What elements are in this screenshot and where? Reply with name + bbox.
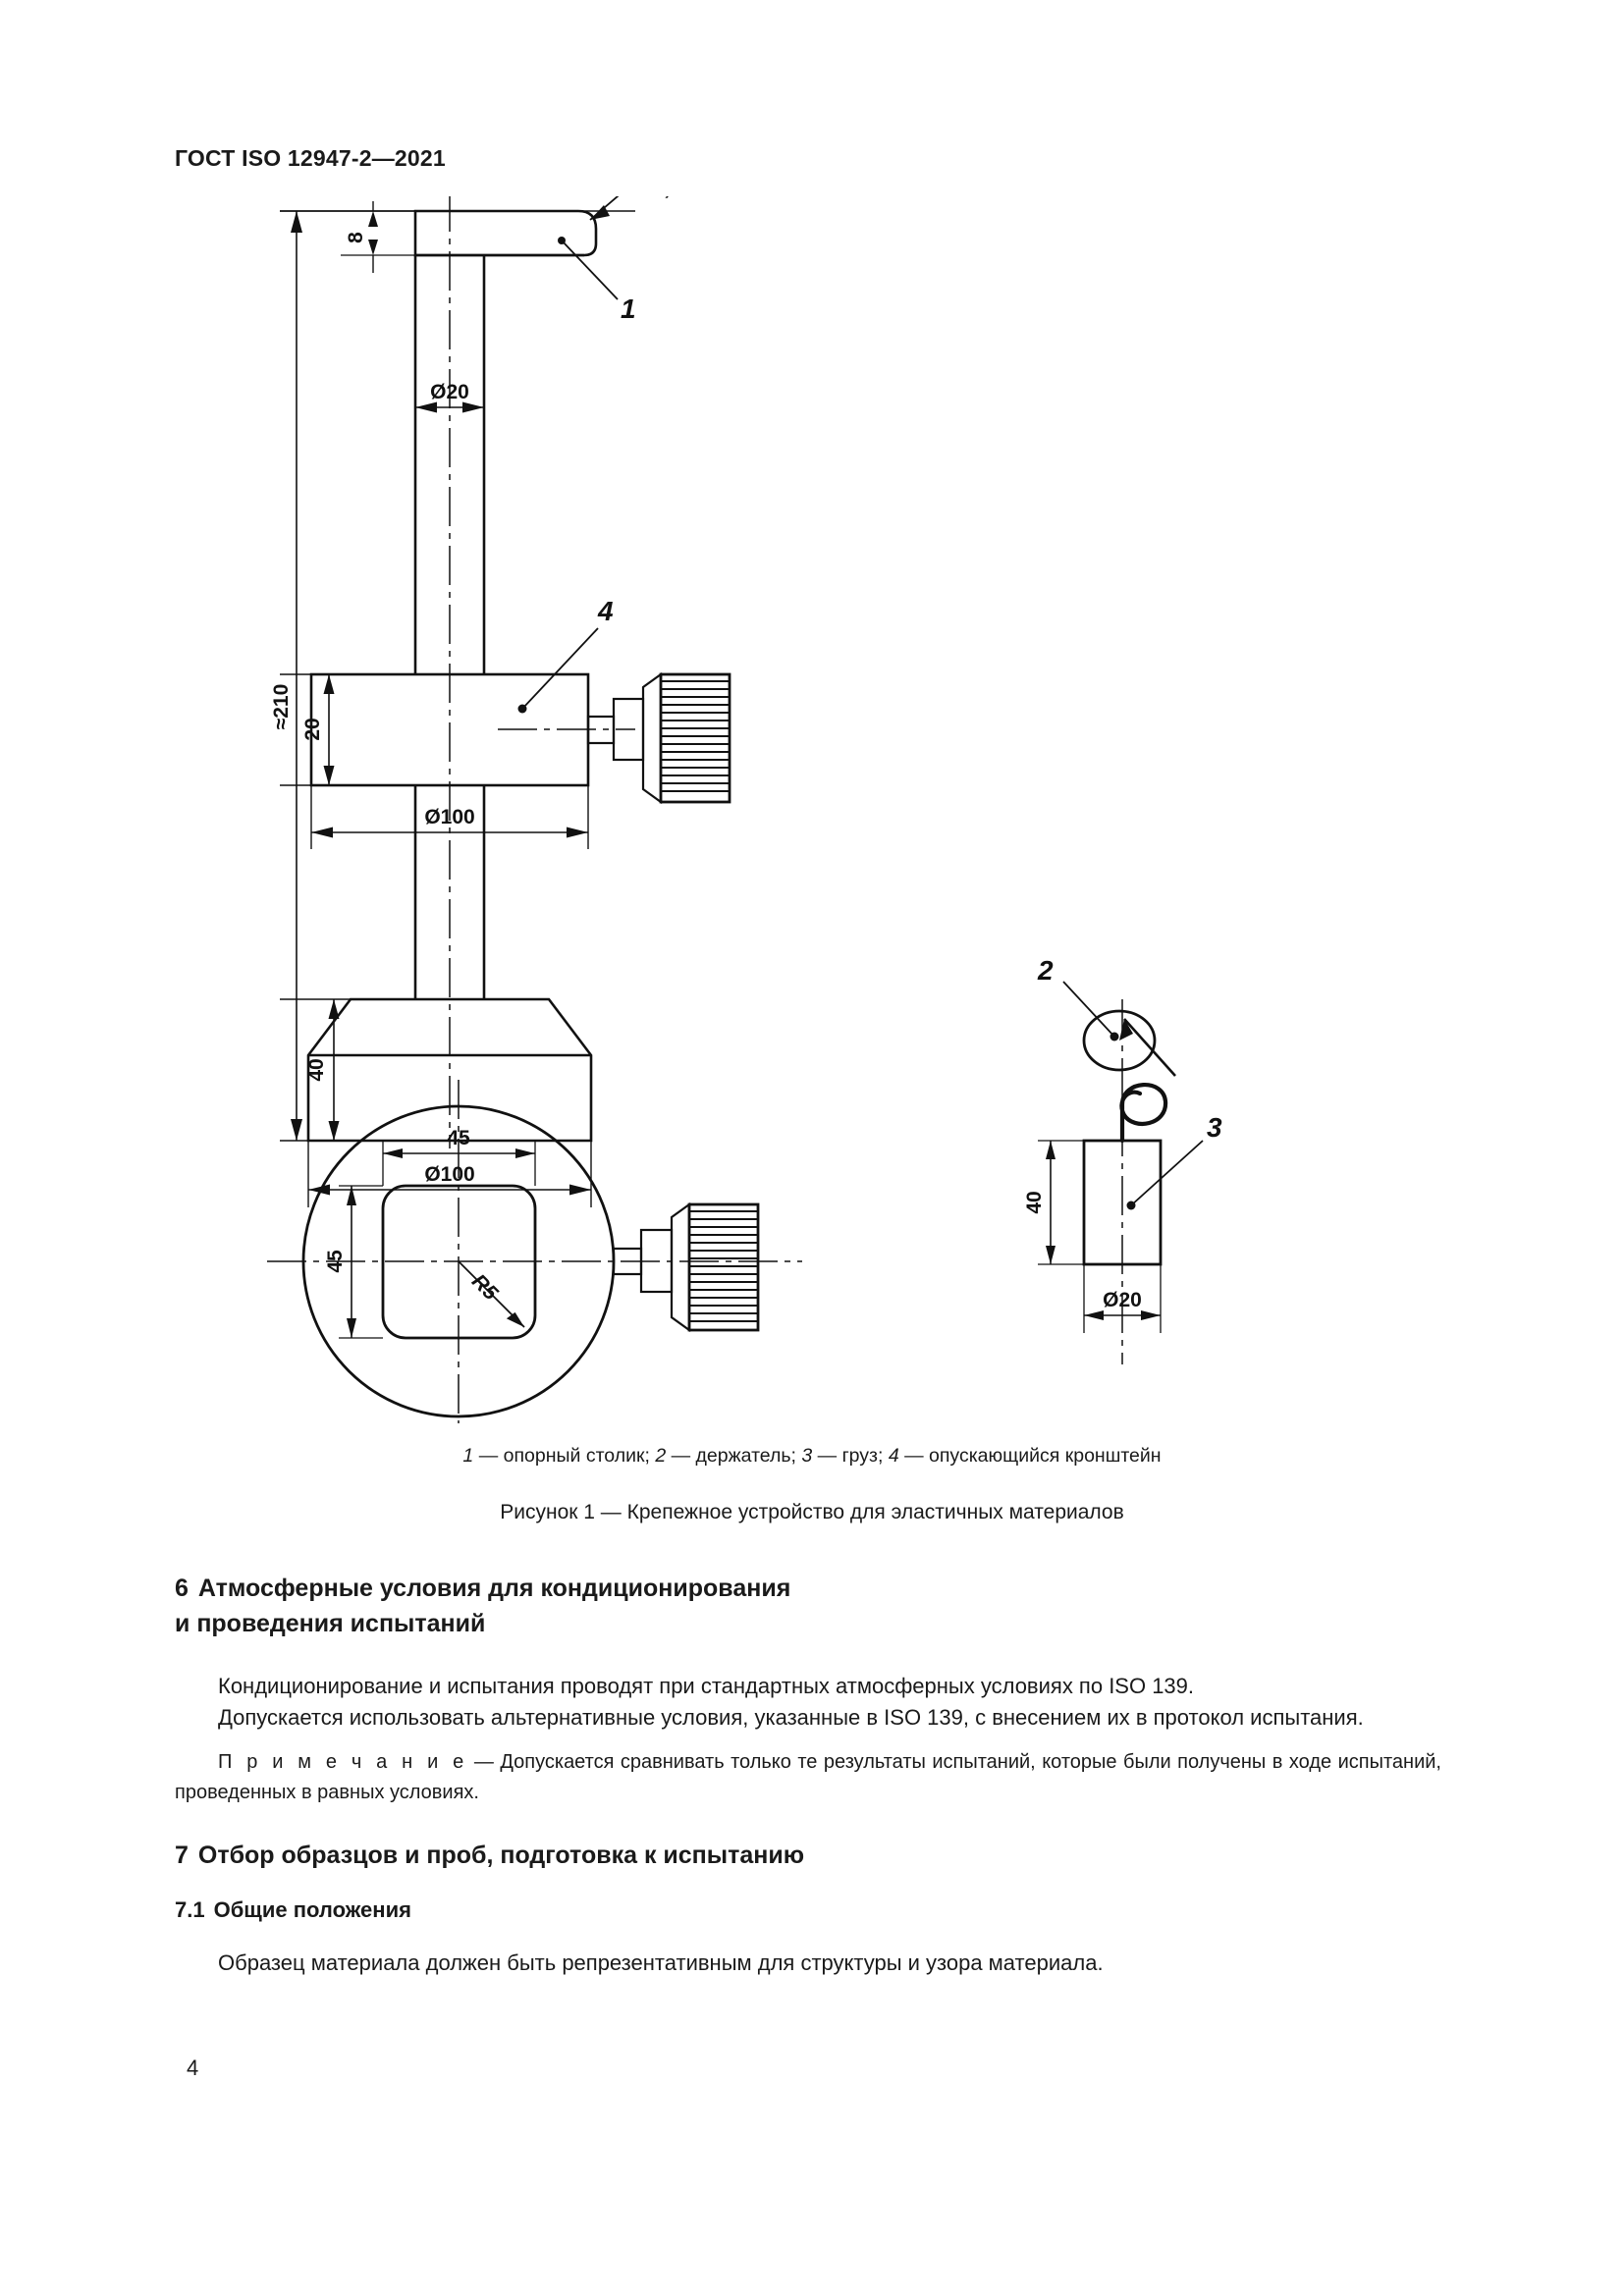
legend-dash-4: — bbox=[898, 1445, 930, 1467]
section-6-title-line2: и проведения испытаний bbox=[175, 1610, 486, 1637]
figure-1-drawing: ≈210 8 R2,5 1 bbox=[267, 196, 1222, 1423]
callout-1: 1 bbox=[621, 294, 636, 324]
legend-num-1: 1 bbox=[462, 1445, 474, 1467]
dim-total-height: ≈210 bbox=[270, 684, 293, 730]
legend-text-1: опорный столик; bbox=[503, 1445, 656, 1467]
legend-num-3: 3 bbox=[801, 1445, 813, 1467]
knurled-knob-elevation bbox=[586, 671, 731, 805]
knurled-knob-plan bbox=[612, 1201, 760, 1333]
legend-text-3: груз; bbox=[841, 1445, 889, 1467]
legend-dash-1: — bbox=[473, 1445, 504, 1467]
legend-num-2: 2 bbox=[655, 1445, 667, 1467]
note-dash: — bbox=[467, 1751, 501, 1773]
dim-base-height: 40 bbox=[305, 1058, 328, 1081]
callout-2: 2 bbox=[1037, 955, 1054, 986]
holder-weight-detail: 2 40 Ø20 3 bbox=[1023, 955, 1222, 1364]
plan-view: 45 45 R5 bbox=[267, 1080, 802, 1423]
section-6-number: 6 bbox=[175, 1575, 189, 1602]
section-7-title: Отбор образцов и проб, подготовка к испы… bbox=[197, 1842, 805, 1869]
section-7-1-heading: 7.1 Общие положения bbox=[175, 1895, 1441, 1926]
dim-square-width: 45 bbox=[447, 1127, 470, 1149]
section-6-paragraph-2: Допускается использовать альтернативные … bbox=[218, 1705, 1364, 1730]
callout-4: 4 bbox=[597, 596, 614, 626]
section-6-note: П р и м е ч а н и е — Допускается сравни… bbox=[175, 1747, 1441, 1808]
legend-dash-3: — bbox=[812, 1445, 842, 1467]
section-7-number: 7 bbox=[175, 1842, 189, 1869]
callout-3: 3 bbox=[1207, 1112, 1222, 1143]
section-6-heading: 6 Атмосферные условия для кондиционирован… bbox=[175, 1571, 1441, 1641]
section-7-heading: 7 Отбор образцов и проб, подготовка к исп… bbox=[175, 1838, 1441, 1873]
figure-1-block: ≈210 8 R2,5 1 bbox=[0, 196, 1624, 1423]
legend-text-2: держатель; bbox=[695, 1445, 802, 1467]
dim-bracket-height: 20 bbox=[301, 718, 324, 740]
legend-text-4: опускающийся кронштейн bbox=[929, 1445, 1162, 1467]
section-7-1-number: 7.1 bbox=[175, 1897, 205, 1922]
dim-corner-radius-top: R2,5 bbox=[635, 196, 685, 200]
legend-num-4: 4 bbox=[888, 1445, 899, 1467]
dim-weight-height: 40 bbox=[1023, 1191, 1046, 1213]
page-number: 4 bbox=[187, 2056, 199, 2080]
note-text: Допускается сравнивать только те результ… bbox=[175, 1751, 1441, 1803]
dim-base-diameter: Ø100 bbox=[424, 1163, 474, 1186]
dim-plate-thickness: 8 bbox=[345, 232, 367, 243]
dim-shaft-diameter: Ø20 bbox=[430, 381, 469, 403]
section-6-title-line1: Атмосферные условия для кондиционировани… bbox=[197, 1575, 791, 1602]
section-7-1-title: Общие положения bbox=[213, 1897, 411, 1922]
legend-dash-2: — bbox=[666, 1445, 696, 1467]
dim-weight-diameter: Ø20 bbox=[1103, 1289, 1142, 1311]
running-head: ГОСТ ISO 12947-2—2021 bbox=[175, 145, 446, 171]
figure-caption: Рисунок 1 — Крепежное устройство для эла… bbox=[500, 1501, 1124, 1523]
section-6-paragraph-1: Кондиционирование и испытания проводят п… bbox=[218, 1674, 1195, 1698]
dim-square-height: 45 bbox=[324, 1250, 347, 1273]
note-label: П р и м е ч а н и е bbox=[218, 1751, 468, 1773]
figure-legend: 1 — опорный столик; 2 — держатель; 3 — г… bbox=[0, 1443, 1624, 1468]
elevation-view: ≈210 8 R2,5 1 bbox=[270, 196, 731, 1207]
dim-bracket-diameter: Ø100 bbox=[424, 806, 474, 828]
page-content: 6 Атмосферные условия для кондиционирован… bbox=[175, 1571, 1441, 1979]
section-7-1-paragraph-1: Образец материала должен быть репрезента… bbox=[218, 1950, 1104, 1975]
